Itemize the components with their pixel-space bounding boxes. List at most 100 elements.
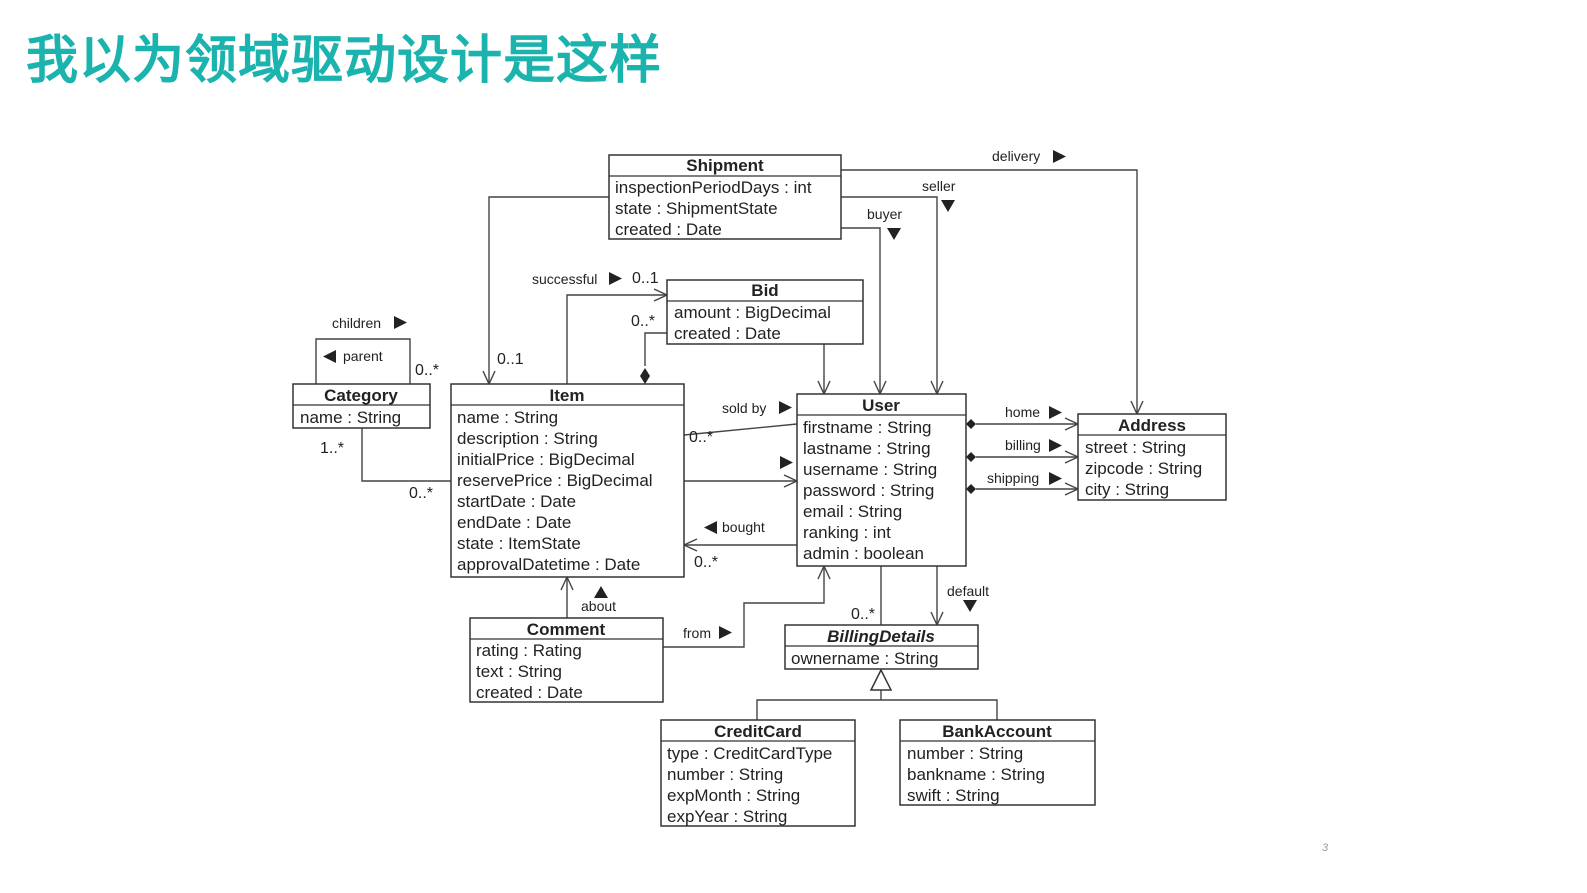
class-bank-account: BankAccount number : String bankname : S… [899,719,1096,806]
class-name: Comment [527,620,606,639]
class-comment: Comment rating : Rating text : String cr… [469,617,664,703]
class-attribute: number : String [667,765,783,784]
class-name: Address [1118,416,1186,435]
composition-diamond-shipping [966,484,976,494]
multiplicity: 0..1 [497,351,524,368]
multiplicity: 0..* [694,554,718,571]
class-attribute: description : String [457,429,598,448]
class-attribute: initialPrice : BigDecimal [457,450,635,469]
label-default: default [947,583,989,599]
direction-triangle-right [1049,472,1062,485]
label-shipping: shipping [987,470,1039,486]
line-item-bids [644,332,667,366]
class-attribute: text : String [476,662,562,681]
line-shipment-seller-user [841,196,938,394]
line-category-item [361,428,451,482]
direction-triangle-down [941,200,955,212]
class-attribute: lastname : String [803,439,931,458]
class-name: Bid [751,281,778,300]
direction-triangle-right [1053,150,1066,163]
multiplicity: 0..* [851,606,875,623]
class-attribute: city : String [1085,480,1169,499]
multiplicity: 0..1 [632,270,659,287]
class-category: Category name : String [292,383,431,429]
label-delivery: delivery [992,148,1040,164]
label-billing: billing [1005,437,1041,453]
class-attribute: amount : BigDecimal [674,303,831,322]
direction-triangle-down [963,600,977,612]
line-generalization [756,699,998,720]
label-from: from [683,625,711,641]
class-attribute: state : ItemState [457,534,581,553]
class-attribute: ranking : int [803,523,891,542]
line-shipment-delivery-address [841,169,1138,414]
class-attribute: rating : Rating [476,641,582,660]
direction-triangle-left [704,521,717,534]
class-attribute: name : String [457,408,558,427]
label-parent: parent [343,348,383,364]
class-address: Address street : String zipcode : String… [1077,413,1227,501]
direction-triangle-right [779,401,792,414]
direction-triangle-left [323,350,336,363]
direction-triangle-right [609,272,622,285]
class-shipment: Shipment inspectionPeriodDays : int stat… [608,154,842,240]
class-billing-details: BillingDetails ownername : String [784,624,979,670]
direction-triangle-up [594,586,608,598]
label-successful: successful [532,271,597,287]
class-attribute: endDate : Date [457,513,571,532]
class-attribute: reservePrice : BigDecimal [457,471,653,490]
class-name: Category [324,386,398,405]
class-attribute: number : String [907,744,1023,763]
composition-diamond-home [966,419,976,429]
direction-triangle-right [1049,406,1062,419]
association-labels: delivery seller buyer successful childre… [323,148,1066,641]
composition-diamond-item-bid [640,368,650,384]
class-attribute: name : String [300,408,401,427]
class-attribute: startDate : Date [457,492,576,511]
line-shipment-buyer-user [841,227,881,394]
multiplicity: 0..* [689,429,713,446]
class-user: User firstname : String lastname : Strin… [796,393,967,567]
class-attribute: created : Date [674,324,781,343]
class-attribute: created : Date [615,220,722,239]
class-item: Item name : String description : String … [450,383,685,578]
class-attribute: admin : boolean [803,544,924,563]
label-buyer: buyer [867,206,902,222]
label-about: about [581,598,616,614]
class-attribute: password : String [803,481,934,500]
line-shipment-item [488,196,609,384]
class-credit-card: CreditCard type : CreditCardType number … [660,719,856,827]
class-name: Shipment [686,156,764,175]
direction-triangle-right [1049,439,1062,452]
class-attribute: swift : String [907,786,1000,805]
line-item-successful-bid [566,294,667,384]
multiplicity: 0..* [631,313,655,330]
page-number: 3 [1322,842,1329,854]
direction-triangle-right [719,626,732,639]
class-attribute: type : CreditCardType [667,744,832,763]
line-category-children [315,338,411,384]
class-name: BankAccount [942,722,1052,741]
multiplicity: 0..* [415,362,439,379]
direction-triangle-right [394,316,407,329]
label-home: home [1005,404,1040,420]
generalization-triangle [869,668,893,691]
composition-diamond-billing [966,452,976,462]
class-attribute: approvalDatetime : Date [457,555,640,574]
label-bought: bought [722,519,765,535]
direction-triangle-down [887,228,901,240]
class-attribute: firstname : String [803,418,932,437]
multiplicity: 1..* [320,440,344,457]
class-attribute: email : String [803,502,902,521]
class-bid: Bid amount : BigDecimal created : Date [666,279,864,345]
class-attribute: inspectionPeriodDays : int [615,178,812,197]
class-attribute: street : String [1085,438,1186,457]
class-attribute: expMonth : String [667,786,800,805]
slide-title: 我以为领域驱动设计是这样 [26,31,663,91]
class-attribute: username : String [803,460,937,479]
class-name: BillingDetails [827,627,935,646]
label-children: children [332,315,381,331]
label-sold-by: sold by [722,400,766,416]
class-attribute: expYear : String [667,807,787,826]
